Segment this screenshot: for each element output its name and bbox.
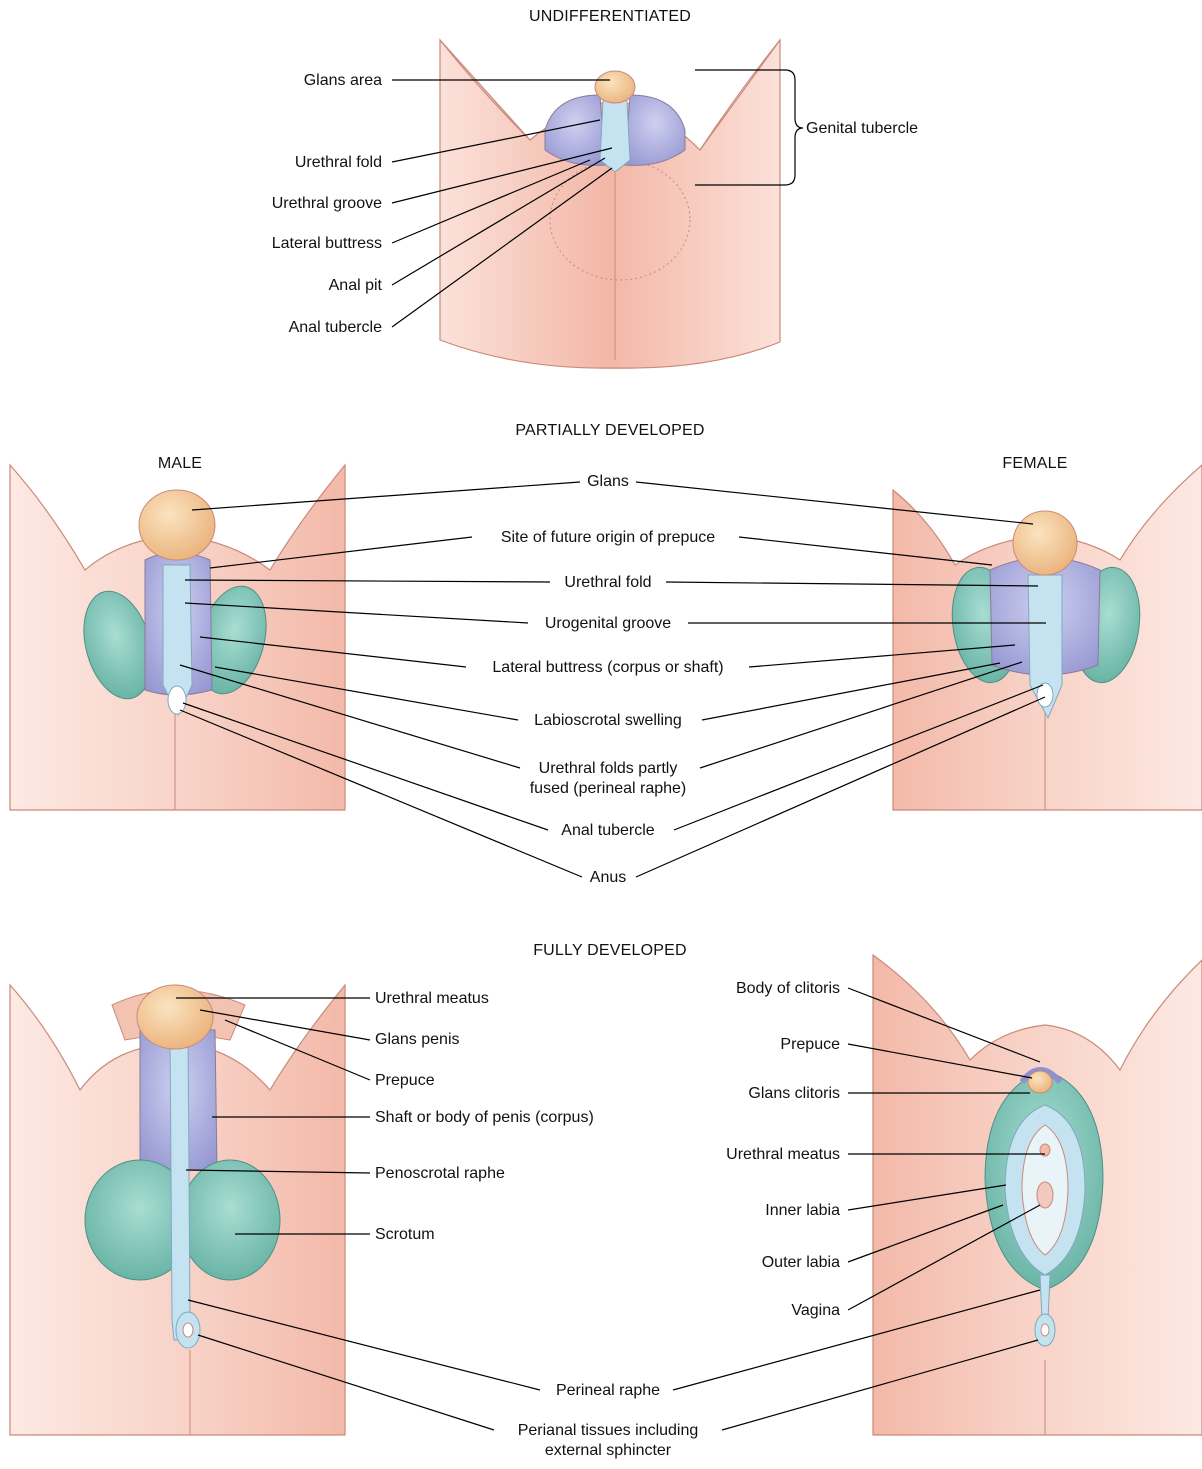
label-urethral-meatus-female: Urethral meatus — [726, 1145, 840, 1164]
label-perianal-tissues-2: external sphincter — [458, 1441, 758, 1460]
heading-undifferentiated: UNDIFFERENTIATED — [480, 8, 740, 26]
heading-fully-developed: FULLY DEVELOPED — [460, 942, 760, 960]
label-outer-labia: Outer labia — [762, 1253, 840, 1272]
label-glans: Glans — [508, 472, 708, 491]
label-urethral-folds-fused-2: fused (perineal raphe) — [488, 779, 728, 798]
label-prepuce-female: Prepuce — [780, 1035, 840, 1054]
full-female-figure — [873, 955, 1202, 1435]
label-urethral-folds-fused-1: Urethral folds partly — [488, 759, 728, 778]
undifferentiated-figure — [440, 40, 780, 368]
label-anal-pit: Anal pit — [329, 276, 382, 295]
label-glans-clitoris: Glans clitoris — [748, 1084, 840, 1103]
label-shaft-penis: Shaft or body of penis (corpus) — [375, 1108, 594, 1127]
label-genital-tubercle: Genital tubercle — [806, 119, 918, 138]
heading-male: MALE — [130, 455, 230, 473]
label-urethral-fold: Urethral fold — [295, 153, 382, 172]
label-perineal-raphe: Perineal raphe — [508, 1381, 708, 1400]
label-penoscrotal-raphe: Penoscrotal raphe — [375, 1164, 505, 1183]
label-anus: Anus — [558, 868, 658, 887]
heading-female: FEMALE — [980, 455, 1090, 473]
label-vagina: Vagina — [791, 1301, 840, 1320]
label-body-clitoris: Body of clitoris — [736, 979, 840, 998]
partial-female-figure — [893, 465, 1202, 810]
label-urogenital-groove: Urogenital groove — [508, 614, 708, 633]
label-anal-tubercle-partial: Anal tubercle — [508, 821, 708, 840]
label-glans-area: Glans area — [304, 71, 382, 90]
label-anal-tubercle: Anal tubercle — [289, 318, 382, 337]
label-perianal-tissues-1: Perianal tissues including — [458, 1421, 758, 1440]
label-urethral-groove: Urethral groove — [272, 194, 382, 213]
label-inner-labia: Inner labia — [765, 1201, 840, 1220]
label-prepuce-male: Prepuce — [375, 1071, 435, 1090]
full-male-figure — [10, 985, 345, 1435]
heading-partially-developed: PARTIALLY DEVELOPED — [460, 422, 760, 440]
label-lateral-buttress-corpus: Lateral buttress (corpus or shaft) — [458, 658, 758, 677]
label-lateral-buttress: Lateral buttress — [272, 234, 382, 253]
label-labioscrotal-swelling: Labioscrotal swelling — [488, 711, 728, 730]
label-scrotum: Scrotum — [375, 1225, 435, 1244]
label-urethral-fold-partial: Urethral fold — [508, 573, 708, 592]
label-urethral-meatus-male: Urethral meatus — [375, 989, 489, 1008]
label-prepuce-site: Site of future origin of prepuce — [458, 528, 758, 547]
label-glans-penis: Glans penis — [375, 1030, 460, 1049]
